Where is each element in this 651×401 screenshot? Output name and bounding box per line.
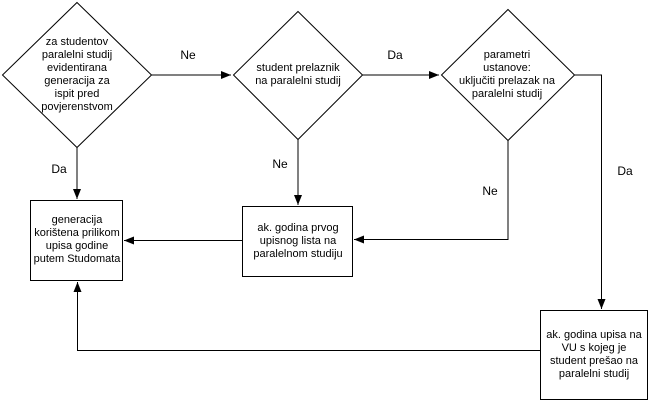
edge-ak-godina-upisa-to-generacija — [73, 282, 541, 351]
process-ak-godina-prvog-upisnog-shape — [242, 206, 353, 277]
decision-parametri-ustanove-shape — [440, 8, 576, 142]
process-ak-godina-upisa-vu-shape — [540, 310, 648, 400]
decision-evidentirana-generacija-shape — [1, 1, 153, 149]
decision-student-prelaznik-shape — [232, 10, 364, 141]
edge-parametri-to-ak-godina-prvog — [354, 140, 509, 244]
process-generacija-studomat-shape — [30, 200, 123, 281]
edge-parametri-to-ak-godina-upisa — [574, 74, 606, 309]
